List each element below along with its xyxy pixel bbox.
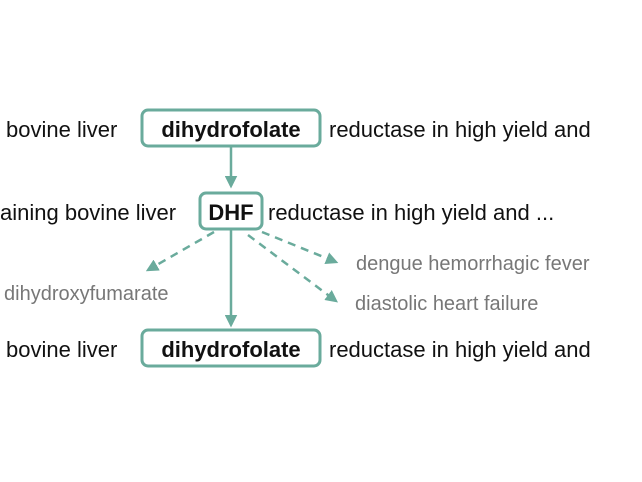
bottom-left-text: bovine liver	[6, 337, 117, 362]
top-sentence: bovine liver dihydrofolate reductase in …	[6, 108, 591, 148]
bottom-right-text: reductase in high yield and	[329, 337, 591, 362]
top-right-text: reductase in high yield and	[329, 117, 591, 142]
abbreviation-term: DHF	[208, 200, 253, 225]
middle-left-text: aining bovine liver	[0, 200, 176, 225]
arrow-to-dihydroxyfumarate	[145, 230, 215, 272]
bottom-term: dihydrofolate	[161, 337, 300, 362]
middle-right-text: reductase in high yield and ...	[268, 200, 554, 225]
top-left-text: bovine liver	[6, 117, 117, 142]
candidate-diastolic-heart-failure: diastolic heart failure	[355, 293, 538, 315]
arrow-to-diastolic-heart-failure	[247, 234, 338, 303]
bottom-term-box	[140, 328, 322, 368]
candidate-dengue-hemorrhagic-fever: dengue hemorrhagic fever	[356, 253, 590, 275]
abbreviation-box	[198, 191, 264, 231]
top-term: dihydrofolate	[161, 117, 300, 142]
middle-sentence: aining bovine liver DHF reductase in hig…	[0, 191, 554, 231]
arrow-to-dengue-hemorrhagic-fever	[261, 230, 339, 265]
top-term-box	[140, 108, 322, 148]
bottom-sentence: bovine liver dihydrofolate reductase in …	[6, 328, 591, 368]
candidate-dihydroxyfumarate: dihydroxyfumarate	[4, 283, 169, 305]
